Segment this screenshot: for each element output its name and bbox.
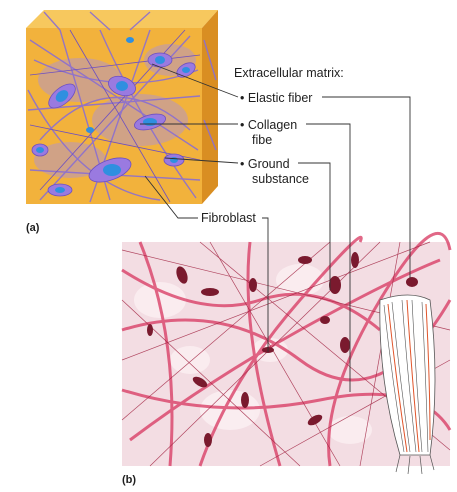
- fibroblast-cells: [31, 37, 196, 197]
- block-side-face: [202, 10, 218, 204]
- panel-a-label: (a): [26, 222, 40, 234]
- collagen-fiber-label: • Collagen: [240, 118, 298, 132]
- ground-substance-label: • Ground: [240, 157, 290, 171]
- micrograph-nuclei: [147, 252, 418, 447]
- leader-lines: [140, 63, 411, 392]
- tendon-inset-sketch: [379, 294, 436, 475]
- panel-b-label: (b): [122, 474, 137, 486]
- block-top-face: [26, 10, 218, 28]
- collagen-fiber-label-continued: fibe: [252, 133, 273, 147]
- ground-substance-label-continued: substance: [252, 172, 309, 186]
- elastic-fiber-label: • Elastic fiber: [240, 91, 313, 105]
- extracellular-matrix-heading: Extracellular matrix:: [234, 66, 344, 80]
- fibroblast-label: Fibroblast: [201, 211, 256, 225]
